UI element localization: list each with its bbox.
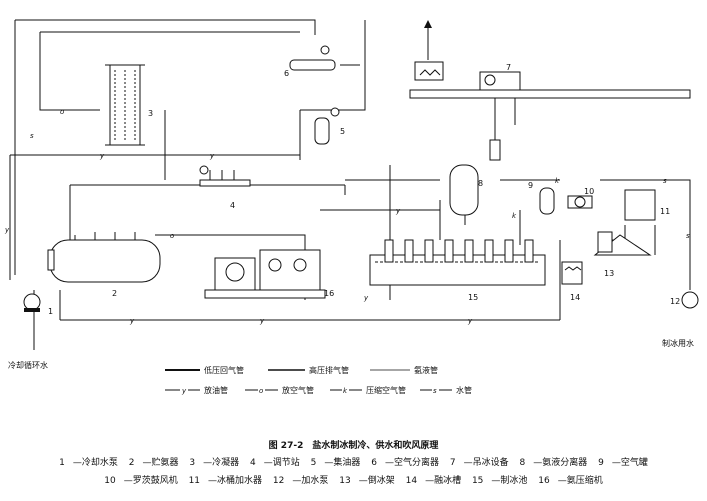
regulating-station-4 bbox=[199, 165, 251, 187]
legend-low-pressure: 低压回气管 bbox=[204, 365, 244, 375]
air-separator-6 bbox=[289, 45, 360, 71]
label-10: 10 bbox=[584, 187, 594, 196]
legend: 低压回气管 高压排气管 氨液管 y 放油管 o 放空气管 k 压缩空气管 s 水… bbox=[165, 365, 472, 395]
compressor-16 bbox=[204, 249, 326, 299]
label-8: 8 bbox=[478, 179, 483, 188]
code-k-1: k bbox=[555, 177, 560, 185]
code-y-1: y bbox=[99, 152, 105, 160]
legend-air-release: 放空气管 bbox=[282, 385, 314, 395]
key-13: 13—倒冰架 bbox=[339, 476, 395, 486]
oil-collector-5 bbox=[314, 107, 340, 145]
blower-10 bbox=[567, 195, 593, 209]
label-13: 13 bbox=[604, 269, 614, 278]
filler-11 bbox=[624, 189, 656, 255]
code-s-3: s bbox=[686, 232, 690, 240]
key-3: 3—冷凝器 bbox=[189, 458, 240, 468]
legend-oil-drain: 放油管 bbox=[204, 385, 228, 395]
condenser-3 bbox=[105, 64, 145, 146]
code-o-2: o bbox=[170, 232, 174, 240]
label-6: 6 bbox=[284, 69, 289, 78]
water-pump-12 bbox=[681, 291, 699, 309]
key-10: 10—罗茨鼓风机 bbox=[104, 476, 178, 486]
separator-8 bbox=[449, 164, 479, 216]
key-15: 15—制冰池 bbox=[471, 476, 528, 486]
air-tank-9 bbox=[539, 187, 555, 215]
ice-tank-15 bbox=[369, 239, 546, 286]
code-s-2: s bbox=[663, 177, 667, 185]
figure-title: 图 27-2 盐水制冰制冷、供水和吹风原理 bbox=[268, 441, 439, 451]
key-8: 8—氨液分离器 bbox=[519, 458, 588, 468]
key-14: 14—融冰槽 bbox=[405, 476, 462, 486]
legend-water: 水管 bbox=[456, 385, 472, 395]
exhaust-drop bbox=[300, 20, 366, 111]
key-5: 5—集油器 bbox=[310, 458, 361, 468]
water-tank bbox=[414, 20, 444, 81]
code-y-7: y bbox=[395, 207, 401, 215]
key-6: 6—空气分离器 bbox=[371, 458, 439, 468]
dump-rack-13 bbox=[593, 231, 652, 256]
legend-compressed-code: k bbox=[343, 387, 348, 395]
label-4: 4 bbox=[230, 201, 235, 210]
code-k-2: k bbox=[512, 212, 517, 220]
code-y-6: y bbox=[467, 317, 473, 325]
key-9: 9—空气罐 bbox=[598, 458, 648, 468]
label-3: 3 bbox=[148, 109, 153, 118]
key-16: 16—氨压缩机 bbox=[538, 476, 603, 486]
code-y-5: y bbox=[259, 317, 265, 325]
key-11: 11—冰桶加水器 bbox=[188, 476, 263, 486]
thaw-tank-14 bbox=[561, 261, 583, 285]
label-5: 5 bbox=[340, 127, 345, 136]
code-s-1: s bbox=[30, 132, 34, 140]
legend-oil-code: y bbox=[181, 387, 187, 395]
cooling-pump-1 bbox=[23, 293, 41, 312]
code-y-4: y bbox=[129, 317, 135, 325]
label-ice-water: 制冰用水 bbox=[662, 338, 694, 348]
code-y-8: y bbox=[363, 294, 369, 302]
code-o-1: o bbox=[60, 108, 64, 116]
legend-high-pressure: 高压排气管 bbox=[309, 365, 349, 375]
label-cooling-water: 冷却循环水 bbox=[8, 360, 48, 370]
key-12: 12—加水泵 bbox=[272, 476, 329, 486]
legend-compressed-air: 压缩空气管 bbox=[366, 385, 406, 395]
code-y-2: y bbox=[209, 152, 215, 160]
key-1: 1—冷却水泵 bbox=[59, 458, 118, 468]
label-16: 16 bbox=[324, 289, 334, 298]
label-7: 7 bbox=[506, 63, 511, 72]
ice-hoist-7 bbox=[409, 71, 691, 161]
upper-pipe-left bbox=[39, 32, 100, 111]
legend-water-code: s bbox=[433, 387, 437, 395]
receiver-2 bbox=[47, 232, 161, 283]
label-2: 2 bbox=[112, 289, 117, 298]
legend-ammonia-liquid: 氨液管 bbox=[414, 365, 438, 375]
label-9: 9 bbox=[528, 181, 533, 190]
component-key-line-1: 1—冷却水泵 2—贮氨器 3—冷凝器 4—调节站 5—集油器 6—空气分离器 7… bbox=[0, 457, 707, 469]
top-pipe bbox=[15, 19, 316, 35]
label-12: 12 bbox=[670, 297, 680, 306]
label-1: 1 bbox=[48, 307, 53, 316]
refrigeration-flow-diagram: s o y y o y y y y y s s k k y 1 2 3 4 5 … bbox=[4, 19, 699, 395]
key-2: 2—贮氨器 bbox=[128, 458, 179, 468]
label-11: 11 bbox=[660, 207, 670, 216]
legend-air-code: o bbox=[259, 387, 263, 395]
water-line-right bbox=[600, 179, 691, 290]
label-15: 15 bbox=[468, 293, 478, 302]
component-key-line-2: 10—罗茨鼓风机 11—冰桶加水器 12—加水泵 13—倒冰架 14—融冰槽 1… bbox=[0, 475, 707, 487]
code-y-3: y bbox=[4, 226, 10, 234]
key-4: 4—调节站 bbox=[250, 458, 300, 468]
label-14: 14 bbox=[570, 293, 580, 302]
key-7: 7—吊冰设备 bbox=[449, 458, 509, 468]
